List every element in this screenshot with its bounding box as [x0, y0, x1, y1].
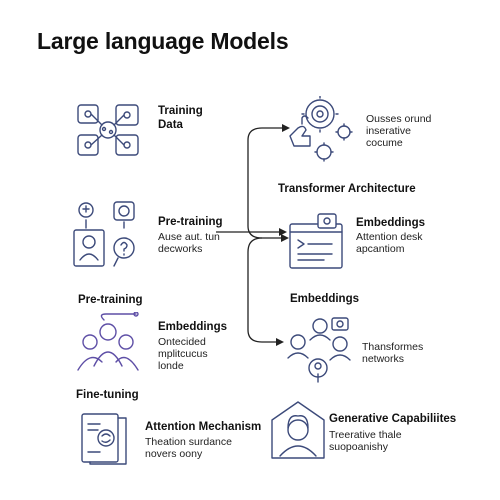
network-nodes-icon	[76, 103, 142, 164]
right-item-1-line-1: Ousses orund	[366, 113, 432, 125]
attention-line-1: Theation surdance	[145, 436, 232, 448]
pre-training-line-1: Ause aut. tun	[158, 231, 220, 243]
generative-line-2: suopoanishy	[329, 441, 388, 453]
section-label-pre-training: Pre-training	[78, 294, 143, 306]
diagram-title: Large language Models	[37, 28, 289, 54]
section-label-embeddings: Embeddings	[290, 293, 360, 305]
embeddings-line-3: londe	[158, 360, 184, 372]
person-question-icon	[72, 200, 144, 277]
pre-training-heading: Pre-training	[158, 216, 223, 228]
embeddings-heading-right: Embeddings	[356, 217, 426, 229]
section-label-transformer: Transformer Architecture	[278, 183, 416, 195]
person-badge-icon	[270, 400, 326, 467]
embeddings-right-line-2: apcantiom	[356, 243, 405, 255]
document-embedding-icon	[288, 212, 344, 275]
hand-gears-icon	[286, 95, 356, 167]
generative-line-1: Treerative thale	[329, 429, 402, 441]
embeddings-heading-left: Embeddings	[158, 321, 228, 333]
attention-line-2: novers oony	[145, 448, 203, 460]
training-data-label: Training Data	[158, 105, 203, 131]
embeddings-line-2: mplitcucus	[158, 348, 208, 360]
group-people-icon	[76, 311, 146, 379]
document-brain-icon	[80, 410, 132, 471]
pre-training-line-2: decworks	[158, 243, 203, 255]
right-item-3-line-1: Thansformes	[362, 341, 424, 353]
people-network-icon	[284, 314, 354, 389]
attention-mechanism-heading: Attention Mechanism	[145, 421, 262, 433]
embeddings-right-line-1: Attention desk	[356, 231, 423, 243]
right-item-3-line-2: networks	[362, 353, 405, 365]
embeddings-line-1: Ontecided	[158, 336, 206, 348]
section-label-fine-tuning: Fine-tuning	[76, 389, 139, 401]
generative-heading: Generative Capabiliites	[329, 413, 457, 425]
right-item-1-line-2: inserative	[366, 125, 411, 137]
right-item-1-line-3: cocume	[366, 137, 403, 149]
